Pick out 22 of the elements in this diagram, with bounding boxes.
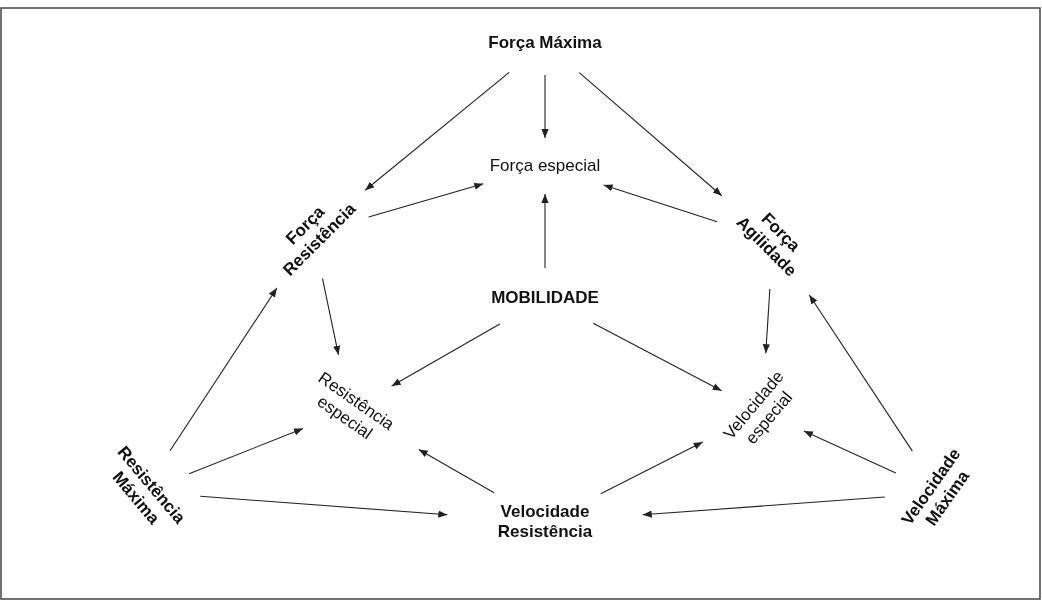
arrow [808, 294, 913, 452]
node-label: MOBILIDADE [491, 287, 599, 309]
arrow [321, 278, 341, 356]
arrow [642, 496, 886, 518]
arrow [368, 182, 484, 218]
arrow [603, 184, 718, 223]
arrow [803, 430, 897, 474]
arrow [391, 323, 501, 387]
arrow [541, 74, 549, 139]
arrow [541, 193, 549, 269]
arrow [199, 495, 448, 518]
arrow [762, 288, 771, 354]
arrow [364, 71, 510, 191]
arrow [592, 322, 723, 392]
arrow [169, 287, 278, 452]
node-label: Força Máxima [488, 32, 602, 54]
arrow [600, 441, 704, 495]
node-label: Força especial [489, 155, 601, 177]
node-label: Velocidade Resistência [497, 501, 593, 543]
arrow [188, 428, 304, 475]
arrow [418, 448, 495, 494]
arrow [578, 72, 723, 197]
